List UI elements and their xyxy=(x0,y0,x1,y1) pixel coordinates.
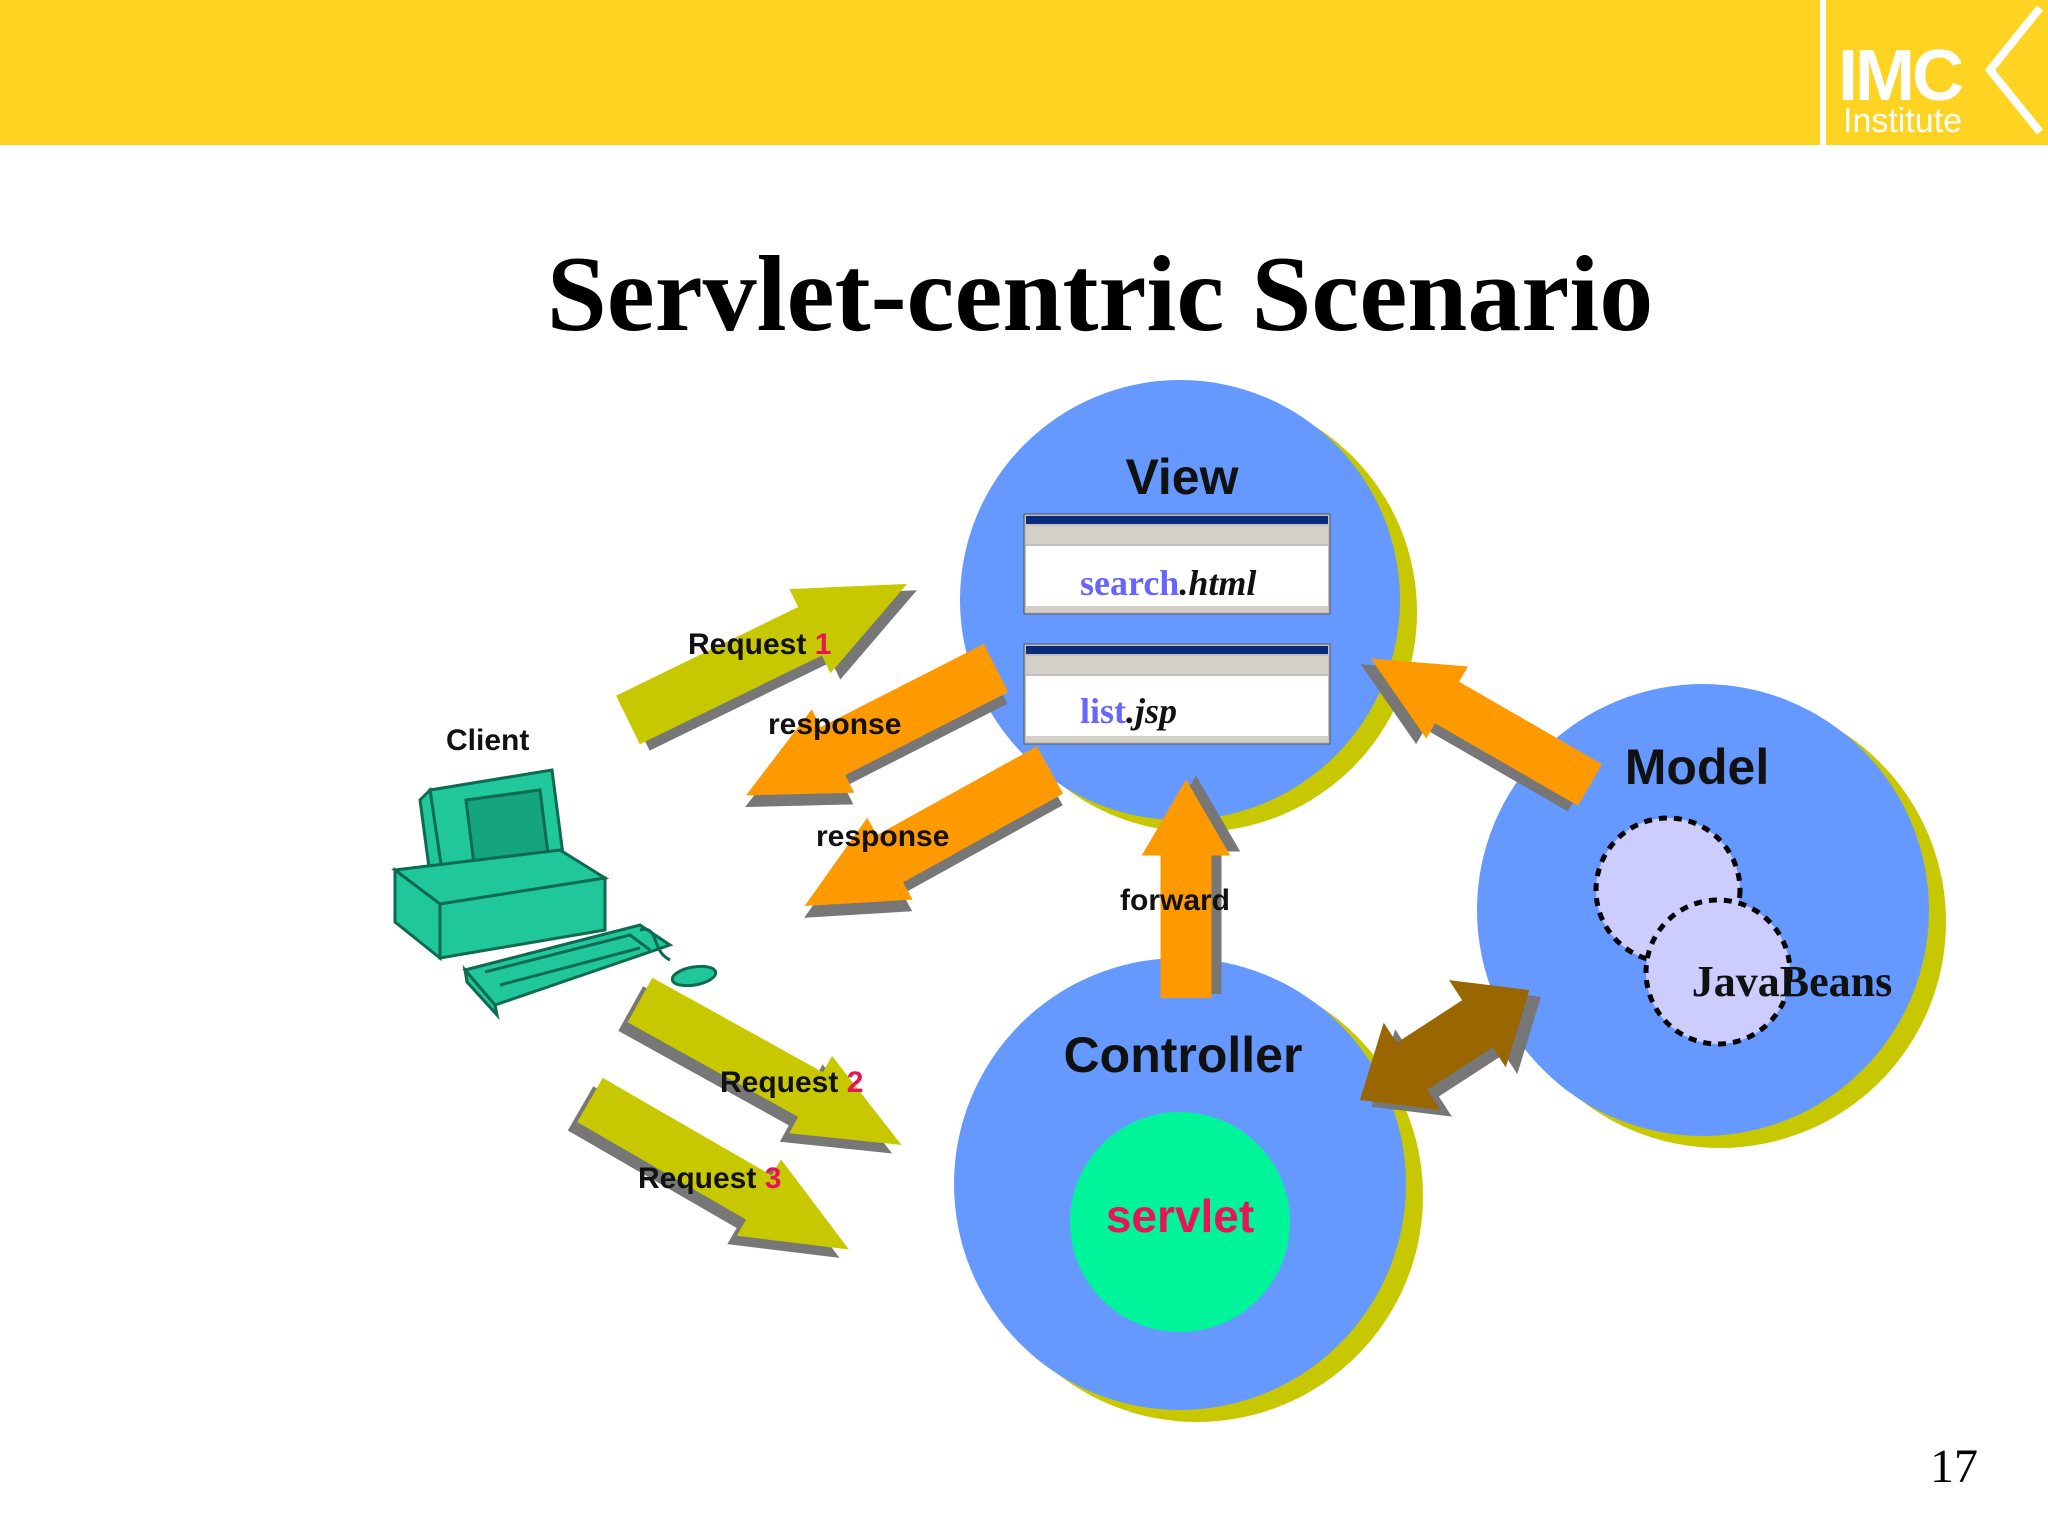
list-ext: .jsp xyxy=(1126,691,1177,731)
svg-text:IMC: IMC xyxy=(1838,36,1963,116)
response-1-label: response xyxy=(768,708,901,741)
computer-icon xyxy=(391,768,718,1021)
imc-logo: IMC Institute xyxy=(1838,5,2044,140)
svg-text:list.jsp: list.jsp xyxy=(1080,691,1177,731)
response-2-label: response xyxy=(816,820,949,853)
search-ext: .html xyxy=(1179,563,1256,603)
list-jsp-window: list.jsp xyxy=(1023,643,1331,745)
header-bar-right xyxy=(1826,0,2048,145)
controller-model-arrow xyxy=(1360,980,1541,1117)
javabeans-label: JavaBeans xyxy=(1692,957,1892,1006)
view-label: View xyxy=(1125,449,1238,505)
header-bar xyxy=(0,0,1820,145)
request-2-label: Request 2 xyxy=(720,1066,863,1099)
client-label: Client xyxy=(446,724,529,757)
servlet-circle xyxy=(1070,1112,1290,1332)
list-filename: list xyxy=(1080,691,1126,731)
search-html-window: search.html xyxy=(1023,513,1331,615)
servlet-label: servlet xyxy=(1106,1190,1254,1242)
forward-label: forward xyxy=(1120,884,1230,917)
model-label: Model xyxy=(1625,739,1769,795)
page-title: Servlet-centric Scenario xyxy=(547,235,1654,354)
javabeans-icon xyxy=(1593,815,1793,1047)
svg-text:search.html: search.html xyxy=(1080,563,1256,603)
request-1-label: Request 1 xyxy=(688,628,831,661)
svg-text:Institute: Institute xyxy=(1843,102,1962,140)
controller-label: Controller xyxy=(1064,1027,1303,1083)
page-number: 17 xyxy=(1930,1440,1978,1493)
request-3-label: Request 3 xyxy=(638,1162,781,1195)
search-filename: search xyxy=(1080,563,1179,603)
